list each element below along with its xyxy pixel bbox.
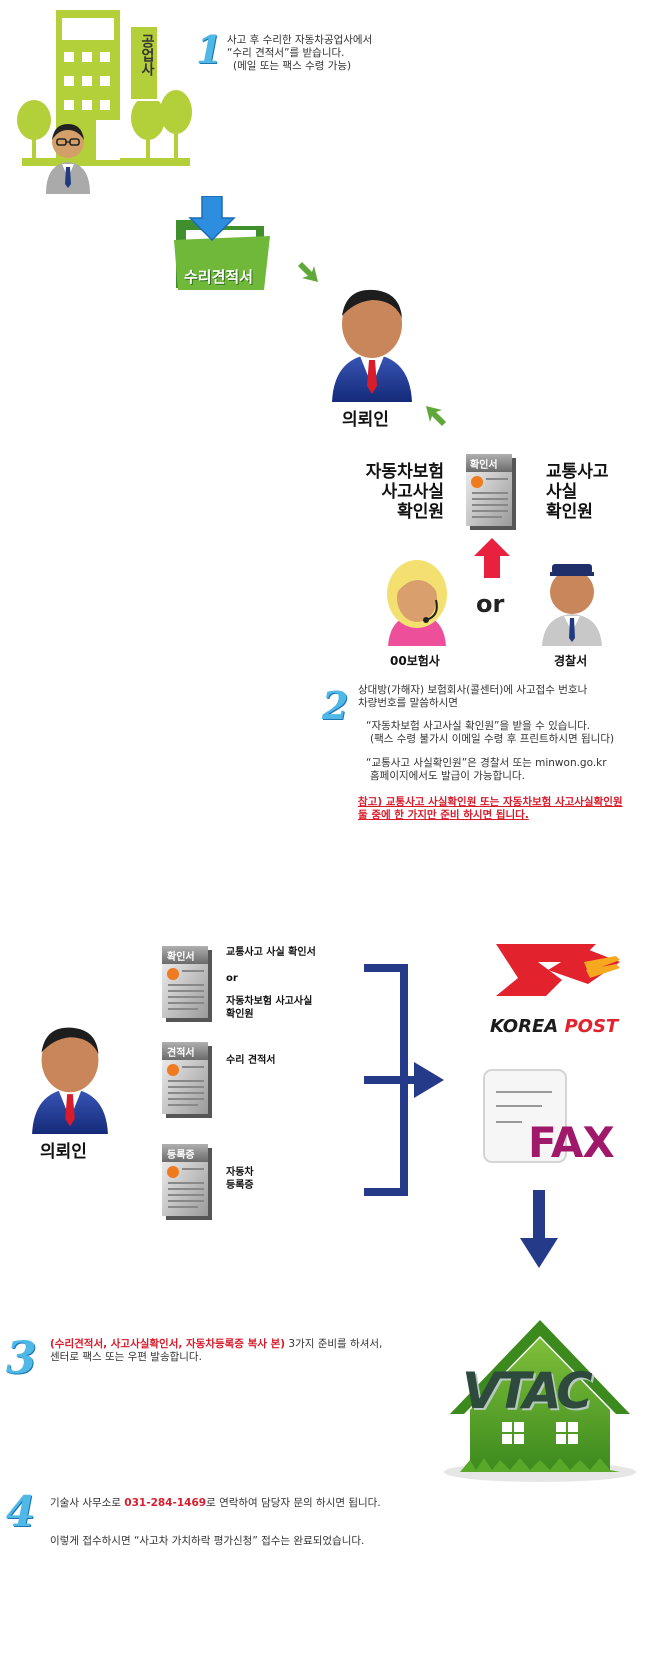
mechanic-avatar [44, 120, 92, 198]
korea-post-word-2: POST [564, 1016, 619, 1037]
doc-estimate-icon [160, 1040, 214, 1124]
vtac-logo-text: VTAC [462, 1362, 593, 1420]
factory-sign-text: 공업사 [139, 34, 155, 76]
confirm-left-line-1: 자동차보험 [365, 462, 444, 482]
doc-confirm-tab: 확인서 [167, 952, 195, 963]
client-label: 의뢰인 [342, 410, 389, 430]
doc-confirm-label-3: 확인원 [226, 1009, 254, 1020]
step-2-note-1: 참고) 교통사고 사실확인원 또는 자동차보험 사고사실확인원 [358, 796, 623, 808]
step-4-line-1: 기술사 사무소로 031-284-1469로 연락하여 담당자 문의 하시면 됩… [50, 1497, 381, 1510]
confirm-right-line-3: 확인원 [546, 502, 593, 522]
confirm-left-line-2: 사고사실 [381, 482, 444, 502]
insurer-label: 00보험사 [390, 654, 440, 668]
police-label: 경찰서 [554, 654, 588, 668]
step-3-line-2: 센터로 팩스 또는 우편 발송합니다. [50, 1351, 202, 1363]
korea-post-word-1: KOREA [490, 1016, 559, 1037]
insurer-agent-avatar [384, 560, 450, 650]
doc-registration-tab: 등록증 [167, 1150, 195, 1161]
step-4-post-text: 로 연락하여 담당자 문의 하시면 됩니다. [206, 1497, 381, 1509]
confirm-document-tab: 확인서 [470, 460, 498, 471]
step-2-number: 2 [322, 683, 349, 728]
step-4-line-2: 이렇게 접수하시면 “사고차 가치하락 평가신청” 접수는 완료되었습니다. [50, 1535, 365, 1547]
step-2-line-3: “자동차보험 사고사실 확인원”을 받을 수 있습니다. [366, 720, 591, 732]
step-4-phone: 031-284-1469 [124, 1497, 207, 1509]
step-2-line-4: (팩스 수령 불가시 이메일 수령 후 프린트하시면 됩니다) [370, 733, 615, 745]
step-3-number: 3 [6, 1333, 37, 1384]
step-4-pre-text: 기술사 사무소로 [50, 1497, 125, 1509]
step-3-rest-text: 3가지 준비를 하셔서, [285, 1338, 383, 1350]
doc-estimate-label: 수리 견적서 [226, 1055, 276, 1066]
korea-post-wordmark: KOREA POST [490, 1016, 618, 1037]
arrow-down-right-icon [296, 260, 320, 288]
step-1-line-3: (메일 또는 팩스 수령 가능) [233, 60, 352, 72]
step-2-line-6: 홈페이지에서도 발급이 가능합니다. [370, 770, 525, 782]
fax-label: FAX [528, 1118, 615, 1167]
police-officer-avatar [540, 556, 604, 650]
client-avatar-2 [30, 1024, 110, 1138]
merge-bracket-arrow-icon [360, 964, 450, 1200]
doc-confirm-label-2: 자동차보험 사고사실 [226, 996, 313, 1007]
doc-registration-label-1: 자동차 [226, 1167, 254, 1178]
step-2-note-2: 둘 중에 한 가지만 준비 하시면 됩니다. [358, 809, 529, 821]
step-4-number: 4 [6, 1487, 36, 1536]
doc-registration-label-2: 등록증 [226, 1180, 254, 1191]
red-arrow-up-icon [474, 538, 510, 582]
or-label: or [476, 590, 505, 618]
step-2-line-1: 상대방(가해자) 보험회사(콜센터)에 사고접수 번호나 [358, 684, 588, 696]
arrow-up-left-icon [424, 404, 448, 432]
estimate-folder-icon [172, 195, 272, 300]
estimate-folder-label: 수리견적서 [184, 268, 254, 286]
step-3-line-1: (수리견적서, 사고사실확인서, 자동차등록증 복사 본) 3가지 준비를 하셔… [50, 1338, 382, 1351]
doc-confirm-or: or [226, 973, 238, 984]
step-1-line-2: “수리 견적서”를 받습니다. [227, 47, 345, 59]
vtac-house-logo [440, 1314, 640, 1488]
doc-confirm-label-1: 교통사고 사실 확인서 [226, 947, 316, 958]
step-1-number: 1 [196, 27, 223, 72]
korea-post-logo [488, 940, 628, 1016]
step-2-line-2: 차량번호를 말씀하시면 [358, 697, 458, 709]
confirm-right-line-1: 교통사고 [546, 462, 609, 482]
fax-paper-icon [482, 1066, 572, 1170]
doc-confirm-icon [160, 944, 214, 1028]
step-3-red-text: (수리견적서, 사고사실확인서, 자동차등록증 복사 본) [50, 1338, 286, 1350]
confirm-document-icon [464, 452, 518, 536]
client-avatar [330, 286, 414, 406]
step-2-line-5: “교통사고 사실확인원”은 경찰서 또는 minwon.go.kr [366, 757, 607, 769]
navy-arrow-down-icon [520, 1190, 558, 1274]
doc-registration-icon [160, 1142, 214, 1226]
step-1-line-1: 사고 후 수리한 자동차공업사에서 [227, 34, 373, 46]
doc-estimate-tab: 견적서 [167, 1048, 195, 1059]
client-label-2: 의뢰인 [40, 1142, 87, 1162]
factory-illustration: 공업사 [14, 8, 194, 194]
confirm-right-line-2: 사실 [546, 482, 578, 502]
confirm-left-line-3: 확인원 [397, 502, 444, 522]
